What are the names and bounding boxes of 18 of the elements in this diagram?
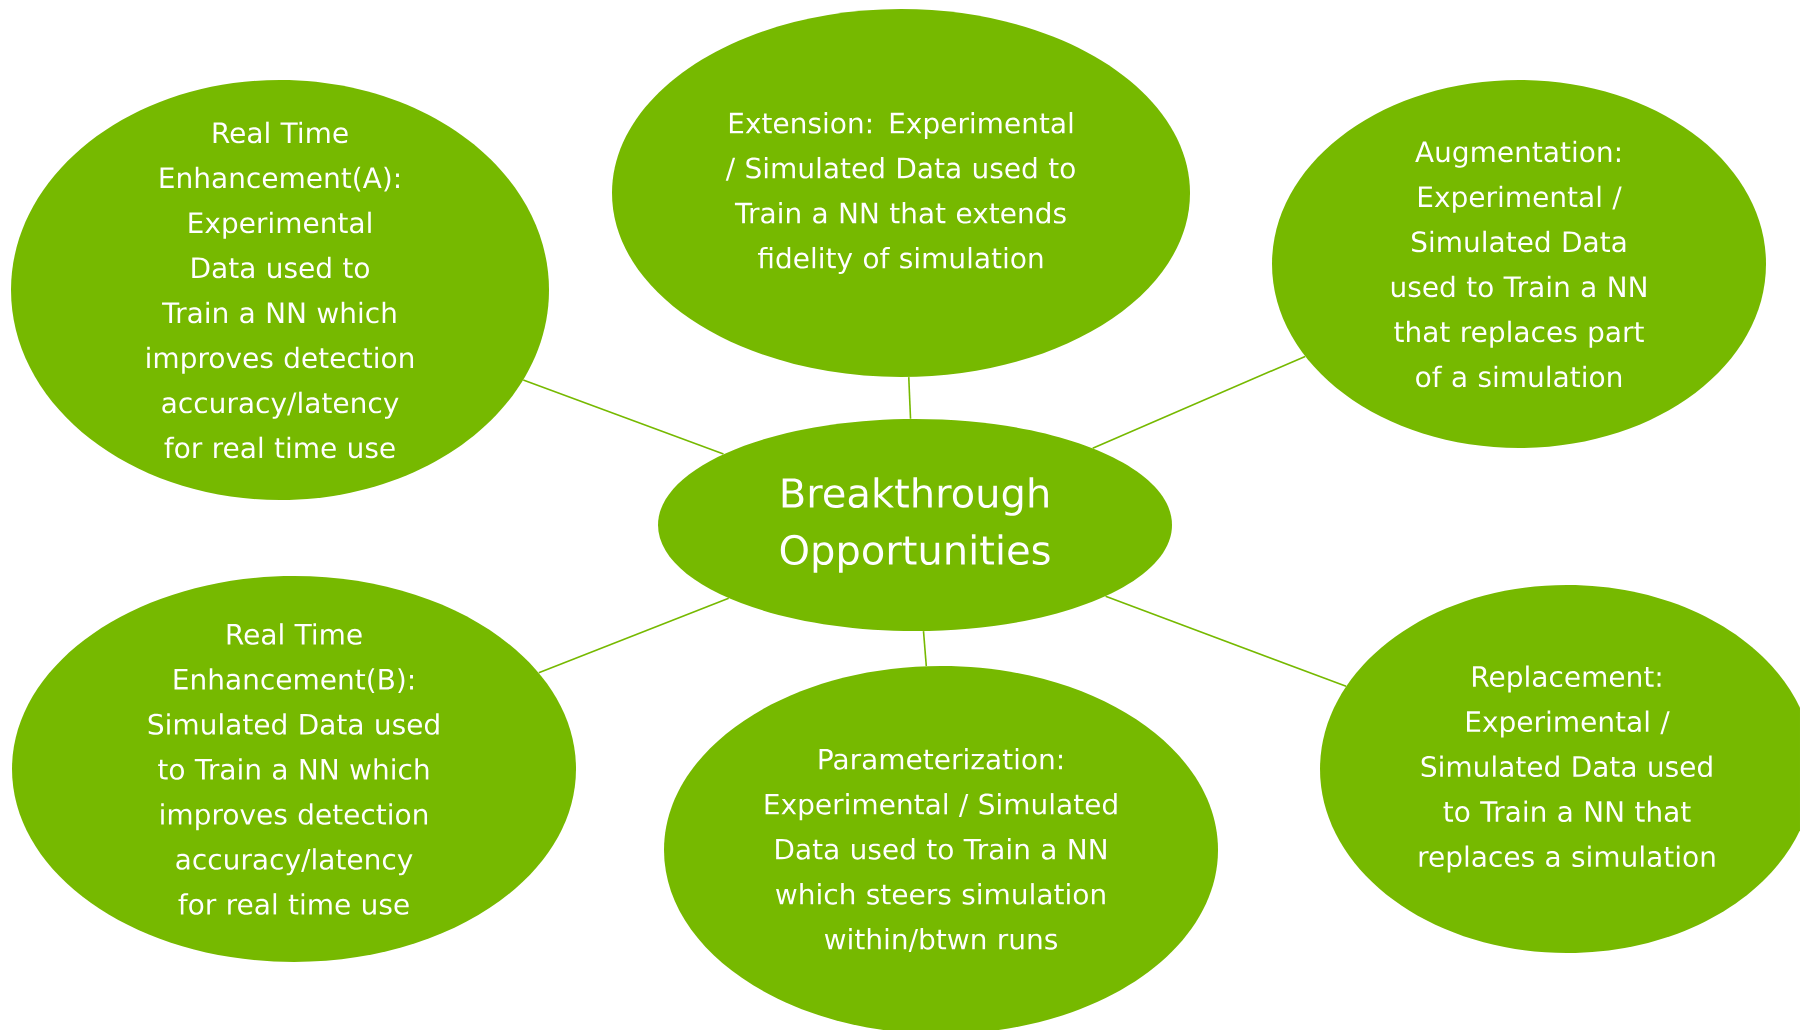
center-ellipse <box>658 419 1172 631</box>
node-text: Parameterization: Experimental / Simulated Data used to Train a NN which steers simulation within/btwn runs <box>765 748 1117 952</box>
connector-line <box>922 630 928 667</box>
node-text: Real Time Enhancement(A): Experimental Data used to Train a NN which improves detection accuracy/latency for real time use <box>147 121 414 459</box>
topic-ellipse <box>11 80 549 500</box>
connector-line <box>1104 595 1347 688</box>
topic-ellipse <box>612 9 1190 377</box>
topic-ellipse <box>1272 80 1766 448</box>
node-text: Extension: Experimental / Simulated Data used to Train a NN that extends fidelity of simulation <box>725 111 1075 275</box>
node-text: Replacement: Experimental / Simulated Data used to Train a NN that replaces a simulation <box>1419 665 1715 873</box>
node-text: Breakthrough Opportunities <box>780 477 1050 573</box>
node-text: Augmentation: Experimental / Simulated Data used to Train a NN that replaces part of a simulation <box>1391 140 1646 388</box>
node-text: Real Time Enhancement(B): Simulated Data used to Train a NN which improves detection accuracy/latency for real time use <box>148 623 439 915</box>
connector-line <box>522 379 725 455</box>
topic-ellipse <box>12 576 576 962</box>
connector-line <box>907 376 912 420</box>
connector-line <box>537 597 730 674</box>
connector-line <box>1091 355 1306 450</box>
